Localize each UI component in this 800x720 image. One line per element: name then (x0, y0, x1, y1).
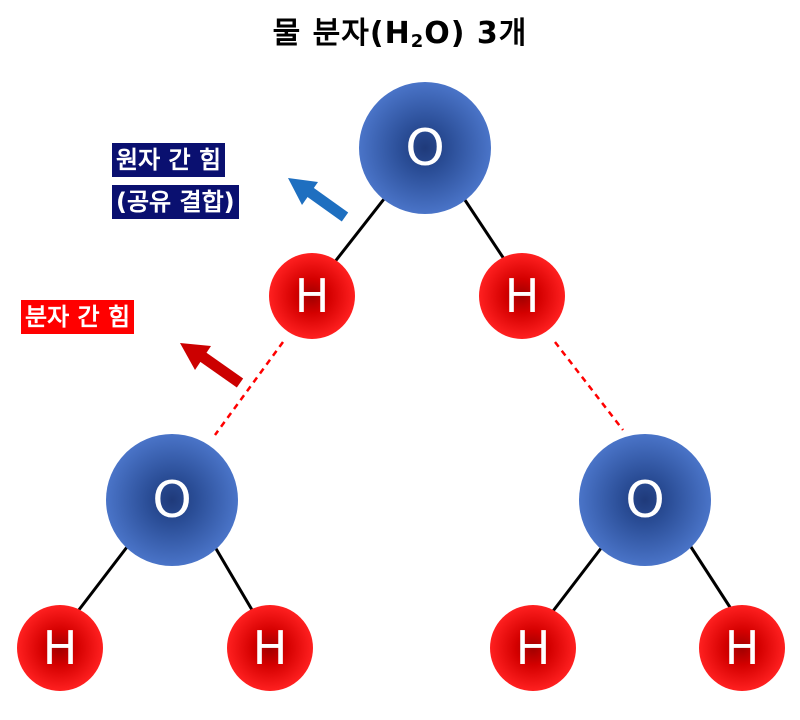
oxygen-label: O (405, 119, 444, 177)
title-subscript: 2 (410, 31, 425, 52)
hydrogen-atom-top-right: H (479, 253, 565, 339)
hydrogen-label: H (253, 621, 288, 675)
oxygen-atom-right: O (579, 434, 711, 566)
covalent-bond-label: (공유 결합) (112, 185, 239, 219)
hydrogen-label: H (505, 269, 540, 323)
diagram-title: 물 분자(H2O) 3개 (0, 8, 800, 52)
hydrogen-atom-top-left: H (269, 253, 355, 339)
hydrogen-atom-right-right: H (699, 605, 785, 691)
hydrogen-label: H (295, 269, 330, 323)
hydrogen-label: H (725, 621, 760, 675)
hbond-right (554, 341, 624, 431)
covalent-force-label: 원자 간 힘 (112, 143, 226, 177)
hydrogen-atom-right-left: H (490, 605, 576, 691)
covalent-arrow (288, 178, 349, 222)
hbond-left (213, 341, 285, 436)
intermolecular-arrow (180, 343, 244, 388)
oxygen-label: O (152, 471, 191, 529)
oxygen-label: O (625, 471, 664, 529)
hydrogen-bonds (213, 341, 624, 436)
hydrogen-atom-left-left: H (17, 605, 103, 691)
hydrogen-label: H (43, 621, 78, 675)
title-suffix: O) 3개 (424, 16, 528, 51)
oxygen-atom-top: O (359, 82, 491, 214)
hydrogen-atom-left-right: H (227, 605, 313, 691)
hydrogen-label: H (516, 621, 551, 675)
oxygen-atom-left: O (106, 434, 238, 566)
intermolecular-force-label: 분자 간 힘 (21, 300, 135, 334)
title-main: 물 분자(H (272, 16, 411, 51)
